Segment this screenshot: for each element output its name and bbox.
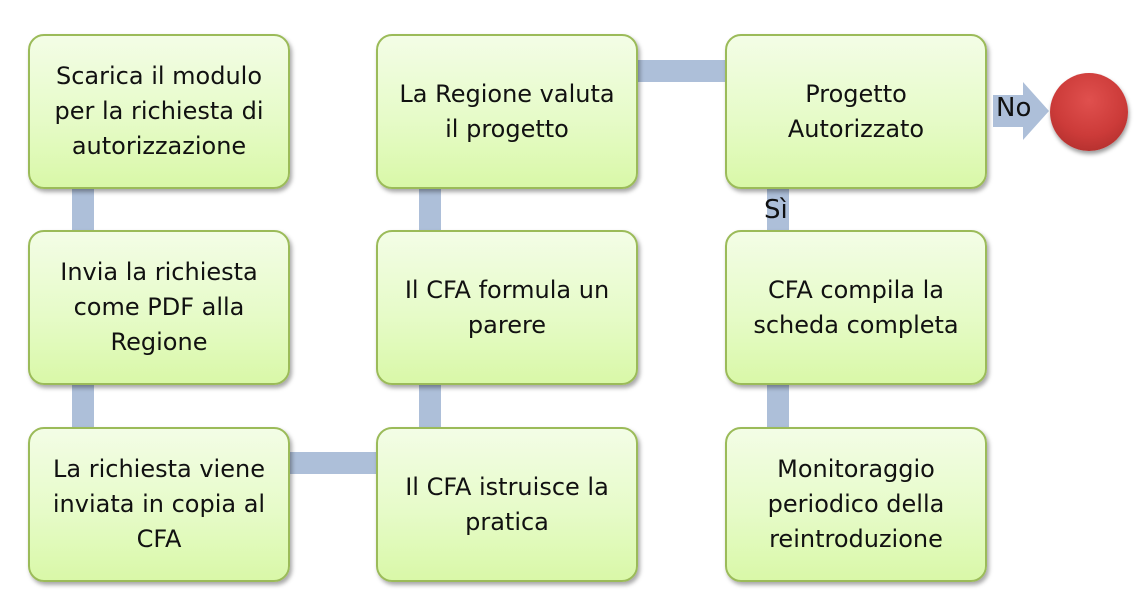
- step-download-form: Scarica il modulo per la richiesta di au…: [28, 34, 290, 189]
- step-project-authorized: Progetto Autorizzato: [725, 34, 987, 189]
- step-text: Il CFA formula un parere: [404, 275, 610, 339]
- step-send-request: Invia la richiesta come PDF alla Regione: [28, 230, 290, 385]
- connector-s2-s3: [72, 385, 94, 429]
- step-cfa-fills-form: CFA compila la scheda completa: [725, 230, 987, 385]
- connector-s8-s9: [767, 385, 789, 429]
- step-text: Invia la richiesta come PDF alla Regione: [60, 258, 258, 356]
- step-text: CFA compila la scheda completa: [753, 275, 959, 339]
- step-text: La Regione valuta il progetto: [399, 79, 615, 143]
- connector-s4-s5: [419, 385, 441, 429]
- connector-s5-s6: [419, 188, 441, 232]
- step-cfa-examines: Il CFA istruisce la pratica: [376, 427, 638, 582]
- connector-s6-s7: [638, 60, 727, 82]
- step-text: La richiesta viene inviata in copia al C…: [52, 455, 266, 553]
- no-label: No: [996, 93, 1032, 123]
- connector-s3-s4: [290, 452, 378, 474]
- step-copy-to-cfa: La richiesta viene inviata in copia al C…: [28, 427, 290, 582]
- step-text: Progetto Autorizzato: [787, 79, 925, 143]
- step-cfa-opinion: Il CFA formula un parere: [376, 230, 638, 385]
- step-region-evaluates: La Regione valuta il progetto: [376, 34, 638, 189]
- step-text: Monitoraggio periodico della reintroduzi…: [767, 455, 945, 553]
- connector-s1-s2: [72, 188, 94, 232]
- yes-label: Sì: [764, 195, 788, 225]
- step-text: Il CFA istruisce la pratica: [405, 472, 609, 536]
- step-monitoring: Monitoraggio periodico della reintroduzi…: [725, 427, 987, 582]
- no-arrow-icon: [993, 82, 1049, 140]
- step-text: Scarica il modulo per la richiesta di au…: [54, 62, 264, 160]
- connector-s7-s8: [767, 188, 789, 232]
- stop-circle-icon: [1050, 73, 1128, 151]
